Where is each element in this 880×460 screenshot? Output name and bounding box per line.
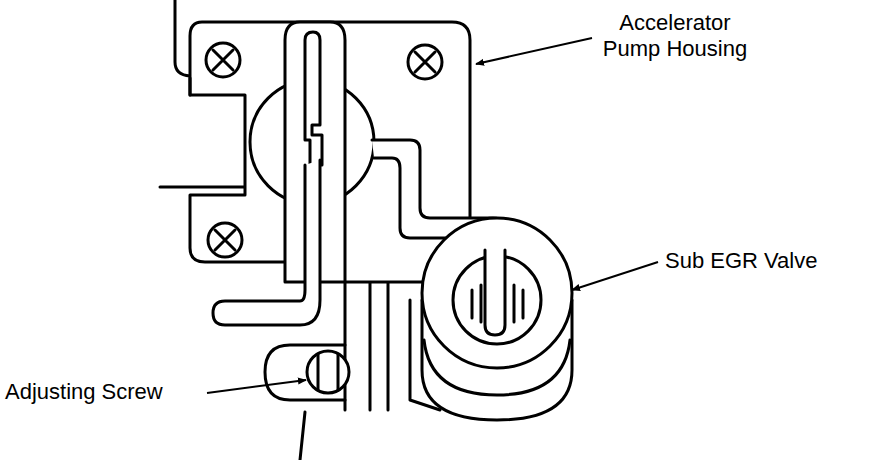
body-edge xyxy=(160,186,245,189)
leader-line xyxy=(572,262,658,290)
part-label: Accelerator Pump Housing xyxy=(595,10,755,62)
body-edge xyxy=(175,0,190,76)
adjusting-screw xyxy=(265,345,349,400)
part-label: Sub EGR Valve xyxy=(665,248,817,274)
leader-line xyxy=(300,412,305,460)
pump-lever xyxy=(213,160,320,325)
sub-egr-valve xyxy=(410,218,572,420)
leader-line xyxy=(476,38,592,64)
part-label: Adjusting Screw xyxy=(5,379,163,405)
housing-plate xyxy=(189,78,192,95)
pump-rod xyxy=(305,32,322,165)
leader-line xyxy=(207,380,306,393)
